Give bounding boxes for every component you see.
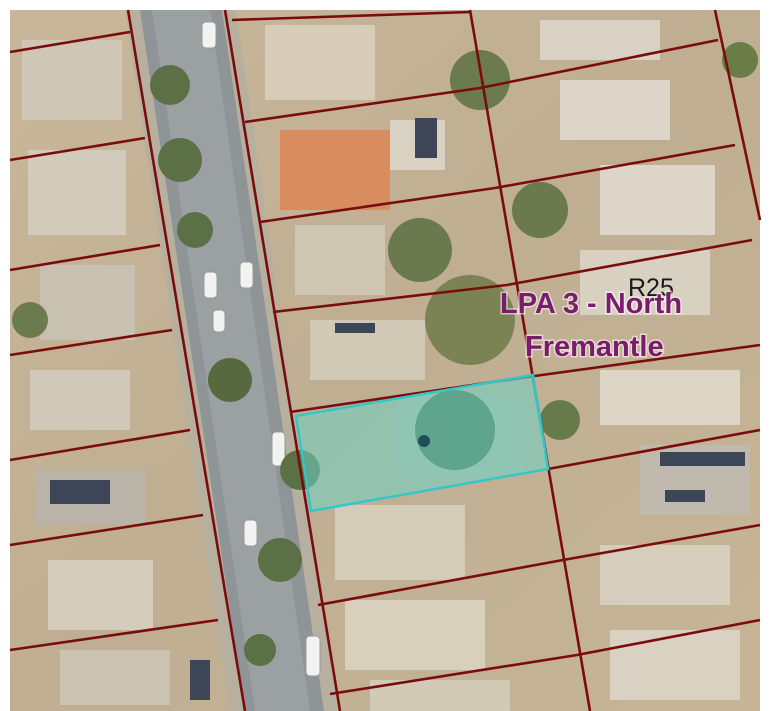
lot-boundary-line xyxy=(713,9,762,221)
lot-boundary-line xyxy=(519,343,761,380)
lot-boundary-line xyxy=(9,243,161,272)
lot-boundary-line xyxy=(259,186,496,224)
lot-boundary-line xyxy=(479,38,719,90)
lot-boundary-line xyxy=(231,10,471,22)
lot-boundary-line xyxy=(9,618,219,652)
planning-area-label-line-2: Fremantle xyxy=(525,331,664,363)
lot-boundary-line xyxy=(126,9,247,711)
lot-boundary-line xyxy=(317,558,564,607)
lot-boundaries xyxy=(9,9,762,711)
lot-boundary-line xyxy=(329,653,578,696)
lot-boundary-line xyxy=(9,30,131,54)
lot-boundary-line xyxy=(9,328,173,357)
lot-boundary-line xyxy=(223,9,342,711)
lot-boundary-line xyxy=(9,428,191,462)
lot-boundary-line xyxy=(547,428,761,471)
lot-boundary-line xyxy=(244,86,481,124)
lot-boundary-line xyxy=(9,136,146,162)
lot-boundary-line xyxy=(468,9,592,711)
lot-boundary-line xyxy=(506,238,753,287)
planning-area-label-line-1: LPA 3 - North xyxy=(500,288,682,320)
zone-label: R25 xyxy=(628,274,674,302)
parcel-marker[interactable] xyxy=(418,435,430,447)
lot-boundary-line xyxy=(562,523,761,562)
solar-panels xyxy=(50,118,745,700)
lot-boundary-line xyxy=(9,513,204,547)
lot-boundary-line xyxy=(272,283,508,314)
parked-cars xyxy=(201,21,321,677)
lot-boundary-line xyxy=(576,618,761,657)
lot-boundary-line xyxy=(494,143,736,190)
